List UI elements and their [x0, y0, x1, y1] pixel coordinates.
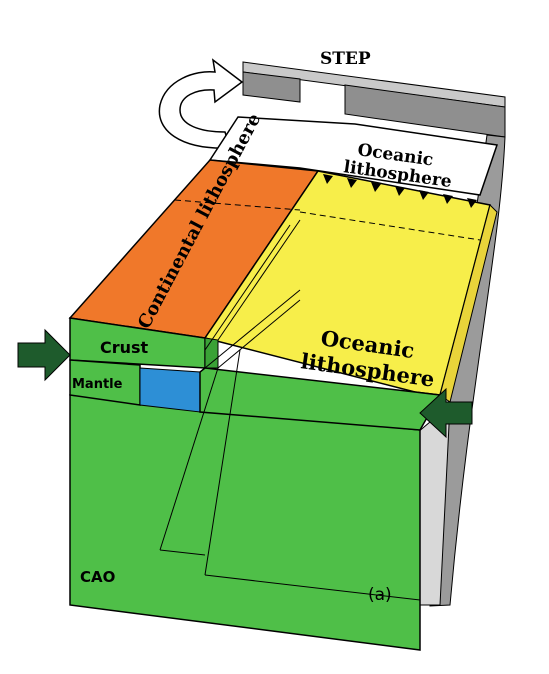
subduction-tooth [443, 194, 453, 204]
slab-line [204, 289, 301, 369]
dashed-line-oceanic [299, 211, 481, 241]
slab-line [217, 299, 301, 369]
subduction-tooth [323, 174, 333, 184]
slab-line [204, 224, 291, 351]
cao-block-front [69, 394, 421, 651]
convergence-arrows [17, 328, 473, 439]
step-label: STEP [320, 49, 371, 69]
left-arrow-icon [17, 328, 71, 382]
subduction-tooth [371, 182, 381, 192]
crust-label: Crust [100, 338, 149, 357]
right-arrow-icon [419, 387, 473, 439]
step-slab [242, 61, 506, 138]
subduction-teeth [323, 174, 477, 208]
slab-line [159, 549, 206, 556]
dashed-line-continental [174, 199, 301, 211]
cao-label: CAO [80, 568, 115, 586]
slab-line [217, 219, 301, 341]
mantle-label: Mantle [72, 377, 123, 392]
slab-line [204, 574, 421, 601]
panel-label: (a) [368, 585, 392, 605]
crust-step [204, 337, 219, 369]
internal-slab-lines [159, 219, 421, 601]
slab-line [159, 367, 219, 551]
slab-line [204, 349, 241, 576]
step-slab-front [242, 71, 301, 103]
rotation-arrow-shape [158, 58, 244, 149]
subduction-tooth [347, 178, 357, 188]
subduction-tooth [467, 198, 477, 208]
dashed-lines [174, 199, 481, 241]
rotation-arrow [158, 58, 244, 149]
subduction-tooth [395, 186, 405, 196]
subduction-tooth [419, 190, 429, 200]
oceanic-lithosphere-front-edge [199, 367, 442, 431]
blue-block [139, 367, 201, 413]
oceanic-lithosphere-side [439, 204, 498, 403]
